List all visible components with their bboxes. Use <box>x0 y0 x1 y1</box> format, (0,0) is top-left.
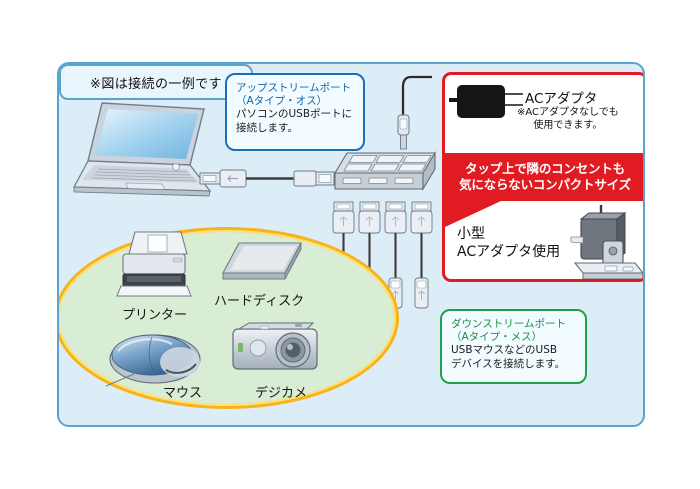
ac-adapter-note-line1: ※ACアダプタなしでも <box>517 107 619 118</box>
ac-adapter-icon <box>449 85 505 118</box>
ac-adapter-note-line2: 使用できます。 <box>533 120 603 131</box>
upstream-port-callout: アップストリームポート （Aタイプ・オス） パソコンのUSBポートに 接続します… <box>225 73 365 151</box>
small-ac-line2: ACアダプタ使用 <box>457 244 561 260</box>
digital-camera-label: デジカメ <box>255 386 308 401</box>
downstream-callout-line4: デバイスを接続します。 <box>451 357 566 370</box>
downstream-port-callout: ダウンストリームポート （Aタイプ・メス） USBマウスなどのUSB デバイスを… <box>440 309 587 384</box>
usb-hub <box>331 151 438 201</box>
upstream-callout-line3: パソコンのUSBポートに <box>236 108 353 121</box>
upstream-usb-cable <box>198 164 338 194</box>
example-note-text: ※図は接続の一例です <box>90 76 222 92</box>
printer-label: プリンター <box>122 308 188 323</box>
hard-disk-illustration <box>219 239 307 287</box>
downstream-callout-line2: （Aタイプ・メス） <box>451 331 543 344</box>
hard-disk-label: ハードディスク <box>214 294 305 309</box>
upstream-callout-line4: 接続します。 <box>236 121 298 134</box>
upstream-callout-line1: アップストリームポート <box>236 82 352 94</box>
ac-band-notch <box>445 201 501 227</box>
laptop-illustration <box>64 99 214 204</box>
small-ac-adapter-caption: 小型 ACアダプタ使用 <box>457 225 560 261</box>
device-group-oval-inner <box>59 230 396 406</box>
example-note: ※図は接続の一例です <box>59 64 253 100</box>
ac-adapter-note: ※ACアダプタなしでも 使用できます。 <box>517 106 619 132</box>
downstream-callout-line1: ダウンストリームポート <box>451 318 566 330</box>
ac-band-line2: 気にならないコンパクトサイズ <box>459 177 631 192</box>
digital-camera-illustration <box>227 317 325 379</box>
downstream-callout-line3: USBマウスなどのUSB <box>451 344 558 357</box>
upstream-callout-line2: （Aタイプ・オス） <box>236 95 328 108</box>
mouse-illustration <box>104 326 206 388</box>
ac-adapter-highlight-band: タップ上で隣のコンセントも 気にならないコンパクトサイズ <box>445 153 643 201</box>
dc-power-cable <box>377 71 437 156</box>
small-ac-line1: 小型 <box>457 226 485 242</box>
ac-band-line1: タップ上で隣のコンセントも <box>465 161 625 176</box>
mouse-label: マウス <box>163 386 203 401</box>
main-panel: プリンター ハードディスク マウス <box>57 62 645 427</box>
ac-adapter-title: ACアダプタ <box>525 91 598 107</box>
power-strip-illustration <box>557 203 643 279</box>
printer-illustration <box>111 230 197 302</box>
ac-adapter-panel: ACアダプタ ※ACアダプタなしでも 使用できます。 タップ上で隣のコンセントも… <box>442 72 643 282</box>
ac-adapter-leader-lines <box>505 93 523 106</box>
